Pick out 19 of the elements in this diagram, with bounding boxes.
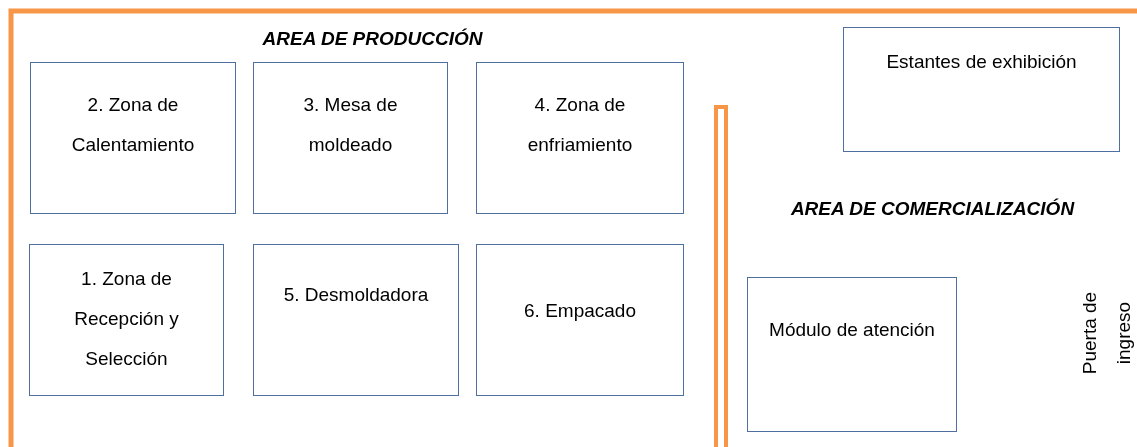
zone-box [30,62,236,214]
zone-box [476,244,684,396]
zone-label: Estantes de exhibición [885,50,1078,74]
zone-label: 2. Zona de Calentamiento [70,93,196,157]
zone-label: 3. Mesa de moldeado [302,93,399,157]
zone-label: Módulo de atención [768,318,936,342]
zone-label: 1. Zona de Recepción y Selección [73,267,180,371]
zone-label: 4. Zona de enfriamiento [526,93,634,157]
area-title: AREA DE PRODUCCIÓN [261,27,484,51]
door-label: Puerta de ingreso [1078,290,1135,377]
zone-label: 5. Desmoldadora [282,283,430,307]
zone-box [253,244,459,396]
zone-box [843,27,1120,152]
zone-box [476,62,684,214]
zone-box [29,244,224,396]
zone-label: 6. Empacado [523,299,637,323]
area-title: AREA DE COMERCIALIZACIÓN [789,197,1076,221]
zone-box [253,62,448,214]
zone-box [747,277,957,432]
